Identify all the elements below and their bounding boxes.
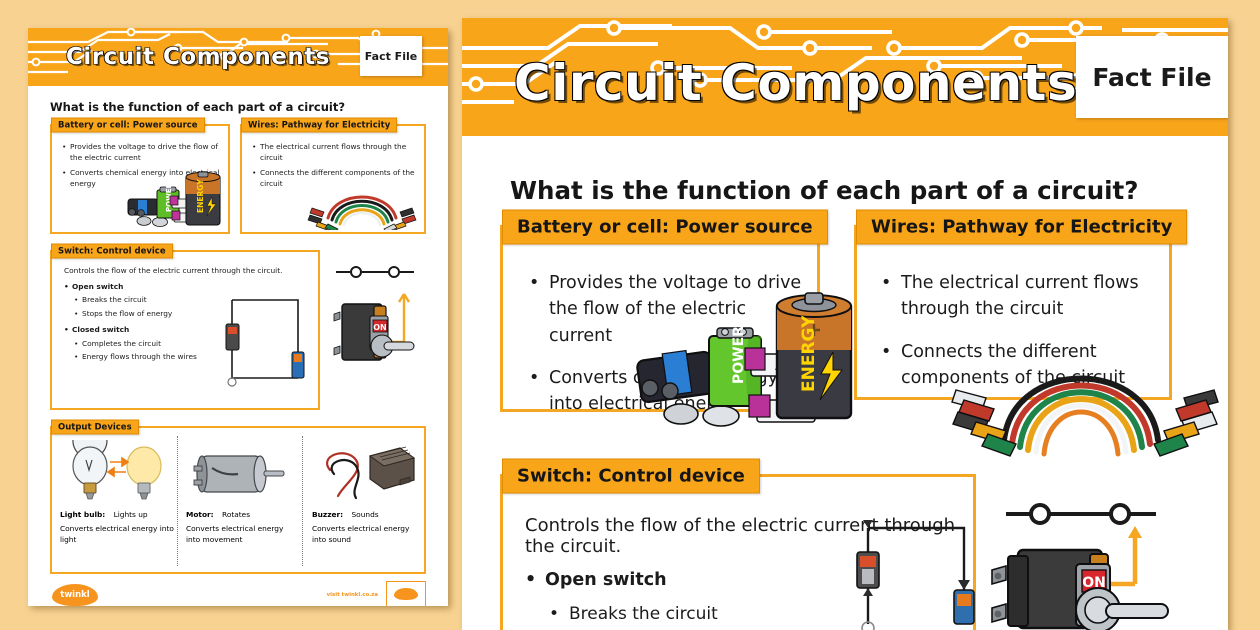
list-item: Closed switch [64,325,310,336]
worksheet-main-page[interactable]: Circuit Components Fact File What is the… [462,18,1228,630]
list-item: Stops the flow of energy [74,309,310,320]
list-item: Open switch [64,282,310,293]
battery-collection-photo: POWER ENERGY [127,171,221,228]
list-item: Connects the different components of the… [881,339,1157,392]
thumbnail-question-heading: What is the function of each part of a c… [50,100,345,114]
list-item: Energy flows through the wires [74,352,310,363]
list-item: Breaks the circuit [74,295,310,306]
visit-website-text: visit twinkl.co.za [326,592,378,598]
main-switch-box: Switch: Control device Controls the flow… [500,458,976,630]
thumbnail-wires-box: Wires: Pathway for Electricity The elect… [240,117,426,234]
alligator-clip-leads-photo [951,375,1219,457]
main-switch-intro: Controls the flow of the electric curren… [525,515,956,557]
device-action: Rotates [222,510,251,519]
thumbnail-fact-file-badge: Fact File [360,36,422,76]
thumbnail-battery-bullets: Provides the voltage to drive the flow o… [62,142,222,190]
svg-text:ENERGY: ENERGY [196,179,205,213]
list-item: The electrical current flows through the… [881,270,1157,323]
device-description: Converts electrical energy into light [60,524,174,545]
main-question-heading: What is the function of each part of a c… [510,176,1139,205]
thumbnail-wires-label: Wires: Pathway for Electricity [241,117,398,133]
svg-text:ENERGY: ENERGY [799,315,819,392]
thumbnail-title: Circuit Components [66,44,330,70]
list-item: The electrical current flows through the… [252,142,418,163]
main-fact-file-badge: Fact File [1076,36,1228,118]
device-name: Motor: [186,510,214,519]
device-name: Light bulb: [60,510,106,519]
device-action: Lights up [113,510,148,519]
open-circuit-diagram [856,520,975,630]
main-switch-label: Switch: Control device [502,458,760,494]
device-description: Converts electrical energy into sound [312,524,410,545]
thumbnail-device-buzzer: Buzzer: Sounds Converts electrical energ… [312,440,422,545]
main-title: Circuit Components [514,54,1078,112]
battery-collection-photo: POWER AAA AAA ENERGY [636,292,853,427]
thumbnail-switch-label: Switch: Control device [51,243,173,259]
device-name: Buzzer: [312,510,344,519]
main-wires-bullets: The electrical current flows through the… [881,270,1157,391]
svg-text:POWER: POWER [731,326,747,384]
buzzer-photo [326,446,416,500]
thumbnail-switch-groups: Open switch Breaks the circuit Stops the… [64,282,310,363]
thumbnail-header-band: Circuit Components Fact File [28,28,448,86]
thumbnail-output-box: Output Devices [50,419,426,574]
list-item: Connects the different components of the… [252,168,418,189]
device-description: Converts electrical energy into movement [186,524,284,545]
toggle-switch-photo: ON [991,503,1169,630]
light-bulb-photo [72,440,162,500]
main-header-band: Circuit Components Fact File [462,18,1228,136]
main-wires-label: Wires: Pathway for Electricity [856,209,1188,245]
svg-text:ON: ON [373,323,387,332]
open-circuit-diagram [225,299,305,387]
device-action: Sounds [351,510,379,519]
list-item: Provides the voltage to drive the flow o… [62,142,222,163]
list-item: Provides the voltage to drive the flow o… [529,270,803,349]
svg-text:ON: ON [1082,575,1106,591]
thumbnail-switch-box: Switch: Control device Controls the flow… [50,243,320,410]
thumbnail-switch-intro: Controls the flow of the electric curren… [64,266,283,275]
main-wires-box: Wires: Pathway for Electricity The elect… [854,209,1188,400]
thumbnail-device-motor: Motor: Rotates Converts electrical energ… [186,440,298,545]
thumbnail-battery-label: Battery or cell: Power source [51,117,205,133]
worksheet-thumbnail-page[interactable]: Circuit Components Fact File What is the… [28,28,448,606]
thumbnail-output-label: Output Devices [51,419,139,435]
list-item: Converts chemical energy into electrical… [62,168,222,189]
thumbnail-device-light-bulb: Light bulb: Lights up Converts electrica… [60,440,174,545]
list-item: Breaks the circuit [549,602,959,628]
thumbnail-battery-box: Battery or cell: Power source Provides t… [50,117,230,234]
main-battery-label: Battery or cell: Power source [502,209,828,245]
column-divider [177,436,178,566]
alligator-clip-leads-photo [307,195,417,230]
list-item: Open switch [525,567,959,594]
toggle-switch-photo: ON [333,266,415,361]
list-item: Completes the circuit [74,339,310,350]
thumbnail-wires-bullets: The electrical current flows through the… [252,142,418,190]
svg-text:POWER: POWER [165,182,173,212]
main-switch-groups: Open switch Breaks the circuit Stops the… [525,567,959,630]
column-divider [302,436,303,566]
circuit-trace-pattern-icon [28,28,448,74]
twinkl-badge-icon [386,581,426,606]
dc-motor-photo [193,455,285,493]
twinkl-logo: twinkl [52,584,98,606]
